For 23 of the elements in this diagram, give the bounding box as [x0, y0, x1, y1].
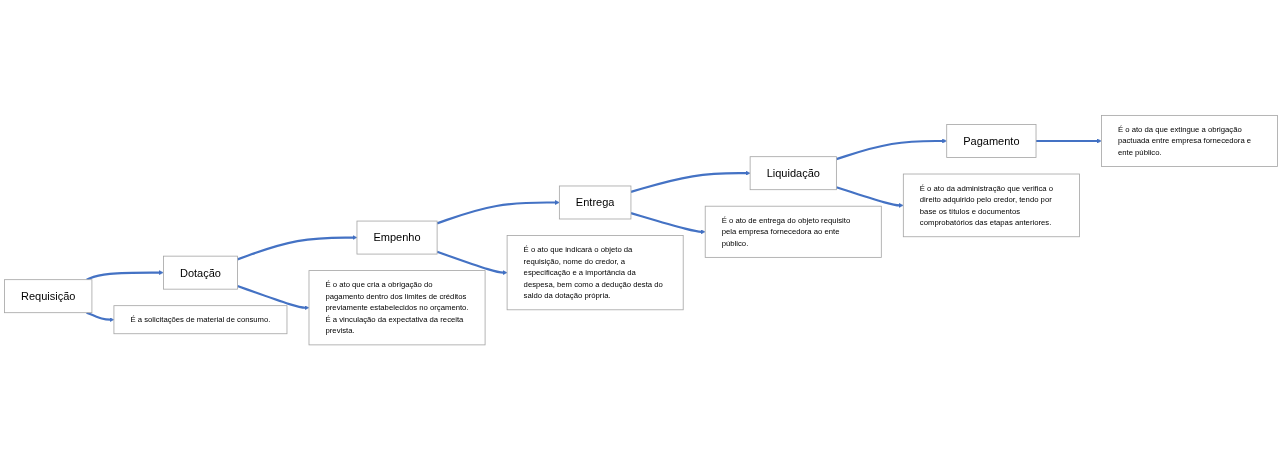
node-box	[308, 270, 486, 346]
arrow	[630, 170, 751, 193]
node-box	[506, 234, 684, 311]
arrow	[237, 284, 310, 310]
node-box	[356, 220, 438, 255]
node-box	[163, 255, 238, 290]
arrow	[1036, 138, 1102, 144]
arrow	[836, 138, 947, 161]
arrow	[86, 270, 164, 281]
node-box	[749, 156, 837, 190]
node-box	[902, 173, 1080, 237]
arrow	[237, 235, 358, 261]
node-box	[558, 185, 632, 220]
node-box	[946, 123, 1037, 158]
node-box	[1101, 114, 1278, 167]
node-box	[113, 305, 288, 334]
arrow	[836, 186, 904, 208]
arrow	[630, 211, 706, 235]
arrow	[436, 199, 560, 225]
node-box	[4, 279, 93, 313]
arrow	[436, 250, 508, 275]
node-box	[704, 205, 882, 258]
arrow	[86, 311, 115, 322]
